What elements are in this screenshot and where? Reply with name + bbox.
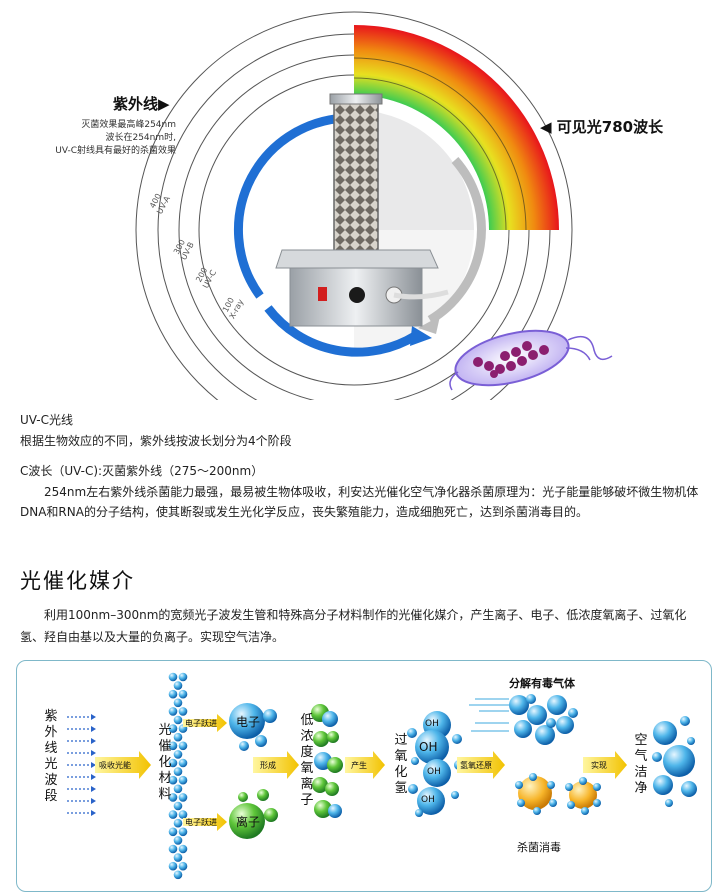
section-body: 利用100nm–300nm的宽频光子波发生管和特殊高分子材料制作的光催化媒介，产… bbox=[20, 608, 687, 644]
material-bead bbox=[173, 767, 183, 776]
photocatalysis-diagram: 紫 外 线 光 波 段 吸收光能 光 催 化 材 料 电子跃进 电子跃进 电子 … bbox=[16, 660, 712, 892]
vchar: 过 bbox=[394, 733, 408, 748]
absorb-tag: 吸收光能 bbox=[99, 761, 131, 770]
oh-label: OH bbox=[427, 767, 441, 777]
material-bead bbox=[173, 698, 183, 708]
material-bead bbox=[168, 724, 178, 733]
uv-desc-line: 波长在254nm时, bbox=[105, 133, 176, 143]
uv-desc-line: UV-C射线具有最好的杀菌效果 bbox=[55, 146, 176, 156]
oh-label: OH bbox=[425, 719, 439, 729]
produce-tag: 产生 bbox=[351, 761, 367, 770]
vchar: 低 bbox=[300, 713, 314, 728]
vchar: 催 bbox=[158, 739, 172, 754]
vchar: 氧 bbox=[300, 761, 314, 776]
material-bead bbox=[168, 758, 178, 768]
bacterium-illustration bbox=[449, 329, 613, 391]
electron-jump-tag: 电子跃进 bbox=[185, 719, 217, 728]
realize-tag: 实现 bbox=[591, 761, 607, 770]
material-bead bbox=[168, 775, 178, 785]
vchar: 波 bbox=[44, 773, 58, 788]
material-bead bbox=[178, 689, 188, 699]
uvc-description: 根据生物效应的不同，紫外线按波长划分为4个阶段 bbox=[20, 434, 292, 448]
hero-section: 紫外线▶ 灭菌效果最高峰254nm 波长在254nm时, UV-C射线具有最好的… bbox=[0, 0, 727, 400]
visible-light-label: ◀ 可见光780波长 bbox=[540, 118, 664, 136]
material-bead bbox=[168, 741, 178, 751]
material-bead bbox=[178, 793, 188, 802]
uvc-title: UV-C光线 bbox=[20, 413, 73, 427]
vchar: 气 bbox=[634, 749, 648, 764]
material-bead bbox=[173, 818, 183, 828]
material-bead bbox=[173, 853, 183, 862]
vchar: 段 bbox=[44, 789, 58, 804]
vchar: 氧 bbox=[394, 749, 408, 764]
material-bead bbox=[173, 681, 183, 690]
vchar: 光 bbox=[44, 757, 58, 772]
decompose-label: 分解有毒气体 bbox=[509, 677, 575, 690]
material-bead bbox=[173, 784, 183, 794]
vchar: 外 bbox=[44, 725, 58, 740]
material-bead bbox=[168, 672, 178, 682]
uv-title: 紫外线▶ bbox=[113, 95, 170, 113]
material-bead bbox=[178, 741, 188, 751]
cwave-body: 254nm左右紫外线杀菌能力最强，最易被生物体吸收，利安达光催化空气净化器杀菌原… bbox=[20, 485, 699, 519]
vchar: 化 bbox=[158, 755, 172, 770]
material-bead bbox=[178, 844, 188, 854]
electron-jump-tag: 电子跃进 bbox=[185, 818, 217, 827]
material-bead bbox=[178, 758, 188, 768]
material-bead bbox=[178, 861, 188, 871]
vchar: 材 bbox=[158, 771, 172, 786]
material-bead bbox=[178, 707, 188, 716]
cwave-title: C波长（UV-C):灭菌紫外线（275～200nm） bbox=[20, 464, 264, 478]
material-bead bbox=[173, 801, 183, 811]
oh-label: OH bbox=[419, 740, 438, 754]
vchar: 料 bbox=[158, 787, 172, 802]
vchar: 子 bbox=[300, 793, 314, 808]
form-tag: 形成 bbox=[260, 761, 276, 770]
material-bead bbox=[173, 870, 183, 880]
sterilize-label: 杀菌消毒 bbox=[517, 841, 561, 854]
material-bead bbox=[178, 775, 188, 785]
material-bead bbox=[168, 861, 178, 871]
vchar: 氢 bbox=[394, 781, 408, 796]
material-bead bbox=[178, 827, 188, 837]
material-bead bbox=[168, 707, 178, 716]
vchar: 离 bbox=[300, 777, 314, 792]
vchar: 化 bbox=[394, 765, 408, 780]
vchar: 紫 bbox=[44, 709, 58, 724]
material-bead bbox=[168, 810, 178, 819]
electron-label: 电子 bbox=[236, 715, 261, 729]
vchar: 浓 bbox=[300, 729, 314, 744]
material-bead bbox=[173, 836, 183, 845]
material-bead bbox=[178, 810, 188, 819]
uv-description: 灭菌效果最高峰254nm 波长在254nm时, UV-C射线具有最好的杀菌效果 bbox=[24, 119, 176, 158]
vchar: 净 bbox=[634, 781, 648, 796]
reduce-tag: 氢氧还原 bbox=[460, 761, 492, 770]
material-bead bbox=[168, 793, 178, 802]
oh-label: OH bbox=[421, 795, 435, 805]
diagram-graphics bbox=[67, 672, 697, 880]
spectrum-illustration bbox=[135, 11, 613, 400]
vchar: 光 bbox=[158, 723, 172, 738]
vchar: 空 bbox=[634, 733, 648, 748]
material-bead bbox=[173, 732, 183, 742]
material-bead bbox=[178, 672, 188, 682]
material-bead bbox=[168, 689, 178, 699]
material-bead bbox=[173, 750, 183, 759]
vchar: 洁 bbox=[634, 765, 648, 780]
section-title: 光催化媒介 bbox=[20, 569, 135, 593]
uv-desc-line: 灭菌效果最高峰254nm bbox=[81, 120, 176, 130]
material-bead bbox=[168, 827, 178, 837]
vchar: 度 bbox=[300, 745, 314, 760]
material-bead bbox=[173, 715, 183, 725]
vchar: 线 bbox=[44, 741, 58, 756]
material-bead bbox=[168, 844, 178, 854]
ion-label: 离子 bbox=[236, 815, 261, 829]
